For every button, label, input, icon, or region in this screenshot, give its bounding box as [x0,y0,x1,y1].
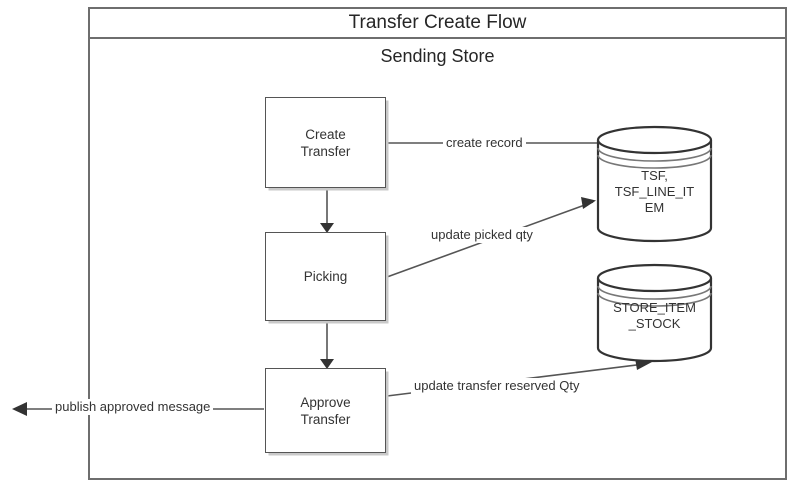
edge-label-publish-approved-message: publish approved message [52,399,214,415]
edge-label-create-record: create record [443,135,526,151]
datastore-tsf[interactable]: TSF, TSF_LINE_IT EM [596,125,713,243]
node-picking-label: Picking [303,269,348,284]
cylinder-icon [596,125,713,243]
datastore-tsf-label: TSF, TSF_LINE_IT EM [614,168,695,215]
edge-label-update-transfer-reserved-qty: update transfer reserved Qty [411,378,583,394]
datastore-store-item-stock-label: STORE_ITEM _STOCK [613,300,696,331]
edge-label-update-picked-qty: update picked qty [428,227,536,243]
datastore-store-item-stock[interactable]: STORE_ITEM _STOCK [596,263,713,363]
node-picking[interactable]: Picking [265,232,386,321]
diagram-frame [88,7,787,480]
node-create-transfer-label: Create Transfer [300,126,351,159]
diagram-title: Transfer Create Flow [348,12,527,33]
node-approve-transfer[interactable]: Approve Transfer [265,368,386,453]
lane-title-sending-store: Sending Store [380,46,495,66]
node-create-transfer[interactable]: Create Transfer [265,97,386,188]
node-approve-transfer-label: Approve Transfer [300,394,351,427]
diagram-title-band [88,7,787,39]
cylinder-icon [596,263,713,363]
